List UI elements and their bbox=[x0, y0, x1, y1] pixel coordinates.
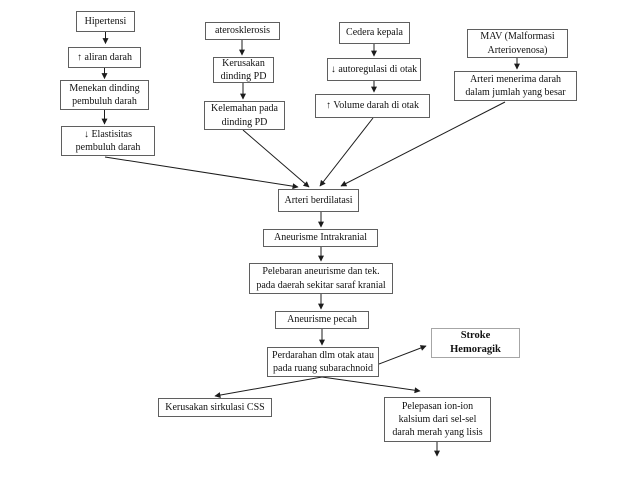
node-mav: MAV (Malformasi Arteriovenosa) bbox=[467, 29, 568, 58]
node-stroke-hemoragik: Stroke Hemoragik bbox=[431, 328, 520, 358]
node-arteri-menerima: Arteri menerima darah dalam jumlah yang … bbox=[454, 71, 577, 101]
node-kerusakan-css: Kerusakan sirkulasi CSS bbox=[158, 398, 272, 417]
node-menekan-dinding: Menekan dinding pembuluh darah bbox=[60, 80, 149, 110]
node-kelemahan-dinding-pd: Kelemahan pada dinding PD bbox=[204, 101, 285, 130]
node-aneurisme-intrakranial: Aneurisme Intrakranial bbox=[263, 229, 378, 247]
node-perdarahan: Perdarahan dlm otak atau pada ruang suba… bbox=[267, 347, 379, 377]
node-cedera-kepala: Cedera kepala bbox=[339, 22, 410, 44]
node-kerusakan-dinding-pd: Kerusakan dinding PD bbox=[213, 57, 274, 83]
arrow-elastisitas-to-berdilatasi bbox=[104, 156, 299, 190]
arrow-perdarahan-to-stroke bbox=[378, 345, 427, 365]
node-pelebaran-aneurisme: Pelebaran aneurisme dan tek. pada daerah… bbox=[249, 263, 393, 294]
arrow-perdarahan-to-pelepasan bbox=[321, 376, 421, 394]
arrow-kelemahan-to-berdilatasi bbox=[242, 129, 310, 188]
arrow-perdarahan-to-kerusakan-css bbox=[214, 376, 323, 399]
node-elastisitas: ↓ Elastisitas pembuluh darah bbox=[61, 126, 155, 156]
node-autoregulasi: ↓ autoregulasi di otak bbox=[327, 58, 421, 81]
arrow-volume-to-berdilatasi bbox=[319, 117, 374, 187]
node-hipertensi: Hipertensi bbox=[76, 11, 135, 32]
node-arteri-berdilatasi: Arteri berdilatasi bbox=[278, 189, 359, 212]
arrow-arteri-menerima-to-berdilatasi bbox=[340, 101, 506, 187]
node-volume-darah: ↑ Volume darah di otak bbox=[315, 94, 430, 118]
node-pelepasan-ion: Pelepasan ion-ion kalsium dari sel-sel d… bbox=[384, 397, 491, 442]
node-aneurisme-pecah: Aneurisme pecah bbox=[275, 311, 369, 329]
node-aterosklerosis: aterosklerosis bbox=[205, 22, 280, 40]
node-aliran-darah: ↑ aliran darah bbox=[68, 47, 141, 68]
